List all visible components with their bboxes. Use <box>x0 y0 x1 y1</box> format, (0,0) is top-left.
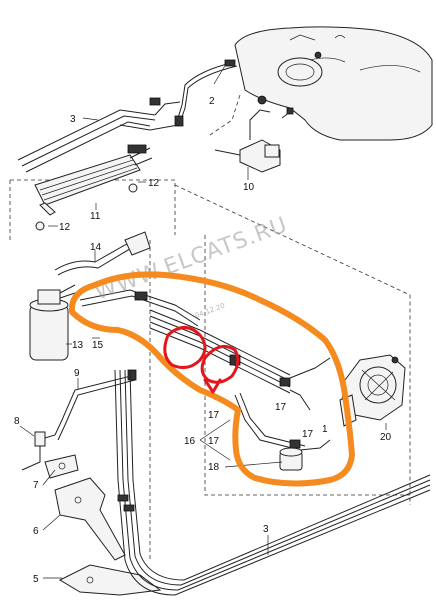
callout-17-b: 17 <box>208 436 220 447</box>
fuel-tank <box>234 26 433 141</box>
fuel-pipes-3-top <box>17 97 181 173</box>
dashed-frames <box>9 94 411 560</box>
callout-11: 11 <box>90 211 101 222</box>
callout-15: 15 <box>92 340 104 351</box>
callout-9: 9 <box>74 368 80 379</box>
fasteners-12 <box>35 183 138 231</box>
fuel-pipe-14 <box>54 231 151 276</box>
callout-17-a: 17 <box>208 410 220 421</box>
callout-17-d: 17 <box>302 429 314 440</box>
leader-lines <box>19 63 387 579</box>
callout-10: 10 <box>243 182 255 193</box>
callout-labels: 2 3 10 11 12 12 14 13 15 9 8 7 6 5 17 17… <box>14 96 392 585</box>
callout-3-top: 3 <box>70 114 76 125</box>
bracket-5 <box>58 564 162 596</box>
callout-6: 6 <box>33 526 39 537</box>
fuel-filter <box>29 284 79 361</box>
fuel-pump-unit <box>214 95 294 173</box>
fuel-pipe-9 <box>37 369 137 441</box>
watermark-date: 04.12.20 <box>194 302 226 320</box>
watermark: WWW.ELCATS.RU <box>92 213 292 306</box>
orange-annotation <box>68 271 355 487</box>
callout-12-a: 12 <box>148 178 160 189</box>
fuel-cooler <box>34 144 153 216</box>
bracket-7 <box>44 454 79 479</box>
callout-13: 13 <box>72 340 84 351</box>
callout-2: 2 <box>209 96 215 107</box>
callout-18: 18 <box>208 462 220 473</box>
red-annotation-right <box>200 344 240 394</box>
callout-12-b: 12 <box>59 222 71 233</box>
bracket-6 <box>54 477 126 561</box>
fuel-pipe-bundle <box>149 309 331 411</box>
callout-3-bottom: 3 <box>263 524 269 535</box>
callout-16: 16 <box>184 436 196 447</box>
callout-1: 1 <box>322 424 328 435</box>
fuel-pipe-15 <box>79 289 201 327</box>
callout-20: 20 <box>380 432 392 443</box>
callout-17-c: 17 <box>275 402 287 413</box>
callout-14: 14 <box>90 242 102 253</box>
callout-7: 7 <box>33 480 39 491</box>
callout-8: 8 <box>14 416 20 427</box>
callout-5: 5 <box>33 574 39 585</box>
fuel-pipes-3-bottom <box>114 369 431 596</box>
fuel-line-2 <box>119 59 238 131</box>
connector-8 <box>21 431 46 471</box>
red-annotation-left <box>163 326 207 370</box>
fuel-damper <box>279 447 303 471</box>
